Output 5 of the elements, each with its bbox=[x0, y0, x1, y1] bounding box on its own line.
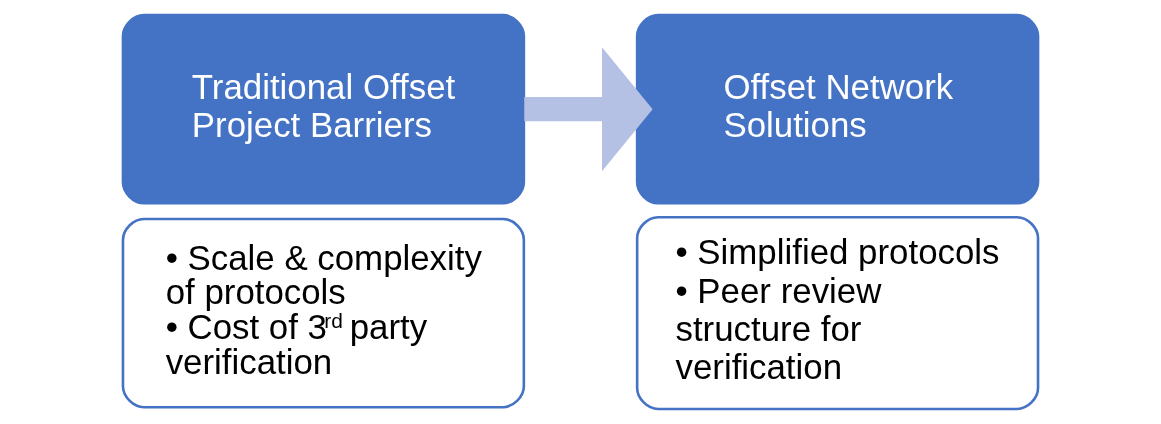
arrow bbox=[524, 47, 653, 172]
node-box: • Simplified protocols • Peer review structure for verification bbox=[635, 215, 1040, 411]
node-box: • Scale & complexity of protocols • Cost of 3$^{rd}$ party verification bbox=[121, 217, 526, 409]
node-box: Traditional Offset Project Barriers bbox=[121, 13, 526, 205]
node-box: Offset Network Solutions bbox=[635, 13, 1040, 205]
